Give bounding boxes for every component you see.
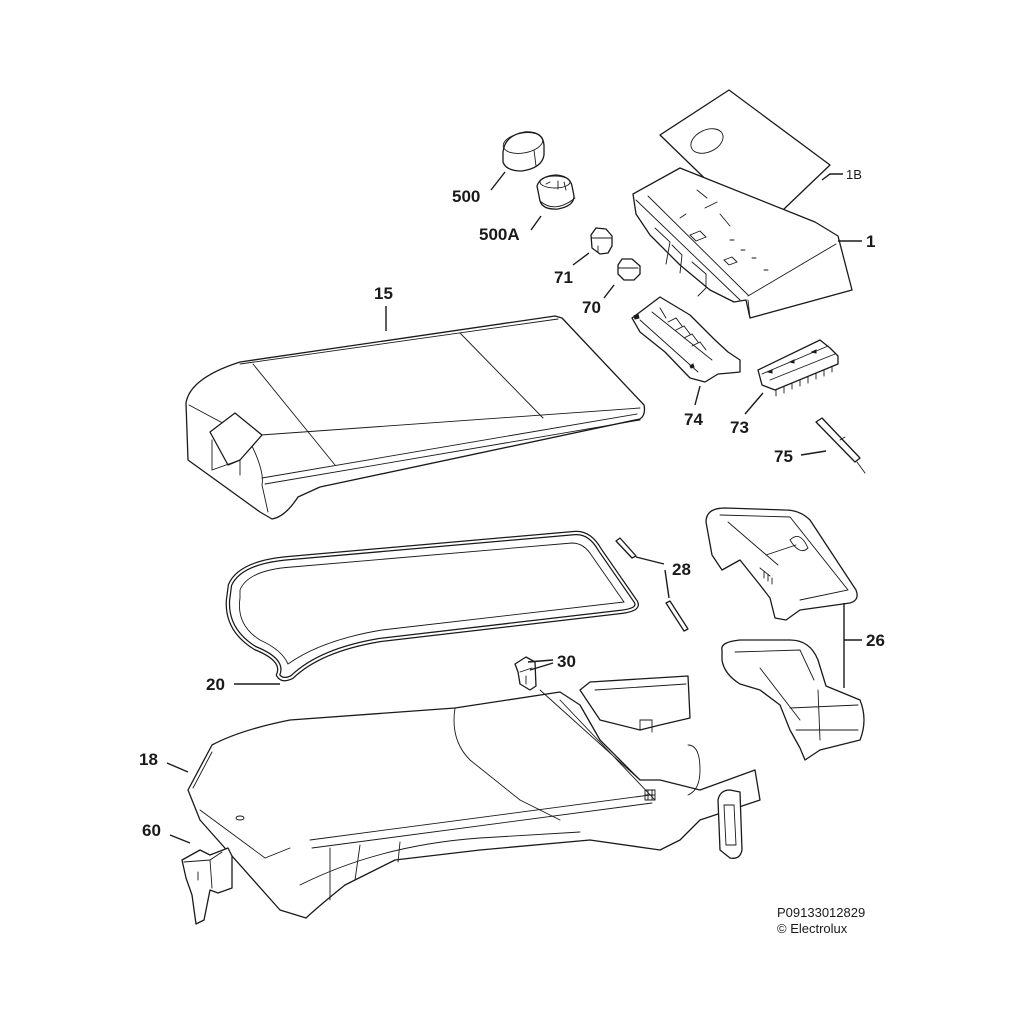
label-71: 71 bbox=[554, 268, 573, 287]
label-15: 15 bbox=[374, 284, 393, 303]
label-26: 26 bbox=[866, 631, 885, 650]
leader-26 bbox=[843, 603, 862, 688]
leader-73 bbox=[744, 392, 764, 415]
leader-74 bbox=[694, 385, 701, 406]
part-74-button-holder[interactable] bbox=[631, 296, 741, 383]
part-73-key-strip[interactable] bbox=[757, 339, 839, 397]
label-20: 20 bbox=[206, 675, 225, 694]
drawing-footer: P09133012829 © Electrolux bbox=[777, 905, 865, 937]
part-500a-knob-base[interactable] bbox=[536, 174, 576, 210]
label-18: 18 bbox=[139, 750, 158, 769]
leader-30 bbox=[527, 659, 554, 671]
label-500: 500 bbox=[452, 187, 480, 206]
label-30: 30 bbox=[557, 652, 576, 671]
leader-71 bbox=[572, 252, 590, 266]
leader-60 bbox=[169, 834, 191, 844]
part-26-handle-assembly[interactable] bbox=[705, 507, 865, 761]
leader-500a bbox=[530, 215, 542, 231]
part-70-button[interactable] bbox=[617, 258, 641, 281]
leader-28 bbox=[635, 556, 670, 599]
label-60: 60 bbox=[142, 821, 161, 840]
leader-1b bbox=[821, 173, 843, 181]
part-15-top-lid[interactable] bbox=[185, 315, 646, 520]
drawing-number: P09133012829 bbox=[777, 905, 866, 920]
part-1-control-panel[interactable] bbox=[632, 167, 853, 319]
leader-500 bbox=[490, 171, 506, 191]
part-500-knob[interactable] bbox=[502, 130, 545, 172]
part-75-light-guide[interactable] bbox=[815, 417, 866, 474]
label-73: 73 bbox=[730, 418, 749, 437]
leader-70 bbox=[603, 284, 615, 299]
part-30-clip[interactable] bbox=[514, 656, 537, 691]
label-70: 70 bbox=[582, 298, 601, 317]
label-500a: 500A bbox=[479, 225, 520, 244]
copyright-notice: © Electrolux bbox=[777, 921, 848, 936]
part-71-button[interactable] bbox=[590, 227, 613, 255]
leader-18 bbox=[166, 762, 189, 773]
label-1b: 1B bbox=[846, 167, 862, 182]
part-60-latch[interactable] bbox=[181, 847, 233, 925]
label-1: 1 bbox=[866, 232, 875, 251]
part-28-pins[interactable] bbox=[615, 537, 689, 632]
leader-75 bbox=[800, 450, 827, 456]
label-74: 74 bbox=[684, 410, 703, 429]
part-18-lid-frame[interactable] bbox=[187, 675, 761, 919]
part-20-gasket[interactable] bbox=[225, 530, 639, 682]
label-28: 28 bbox=[672, 560, 691, 579]
label-75: 75 bbox=[774, 447, 793, 466]
